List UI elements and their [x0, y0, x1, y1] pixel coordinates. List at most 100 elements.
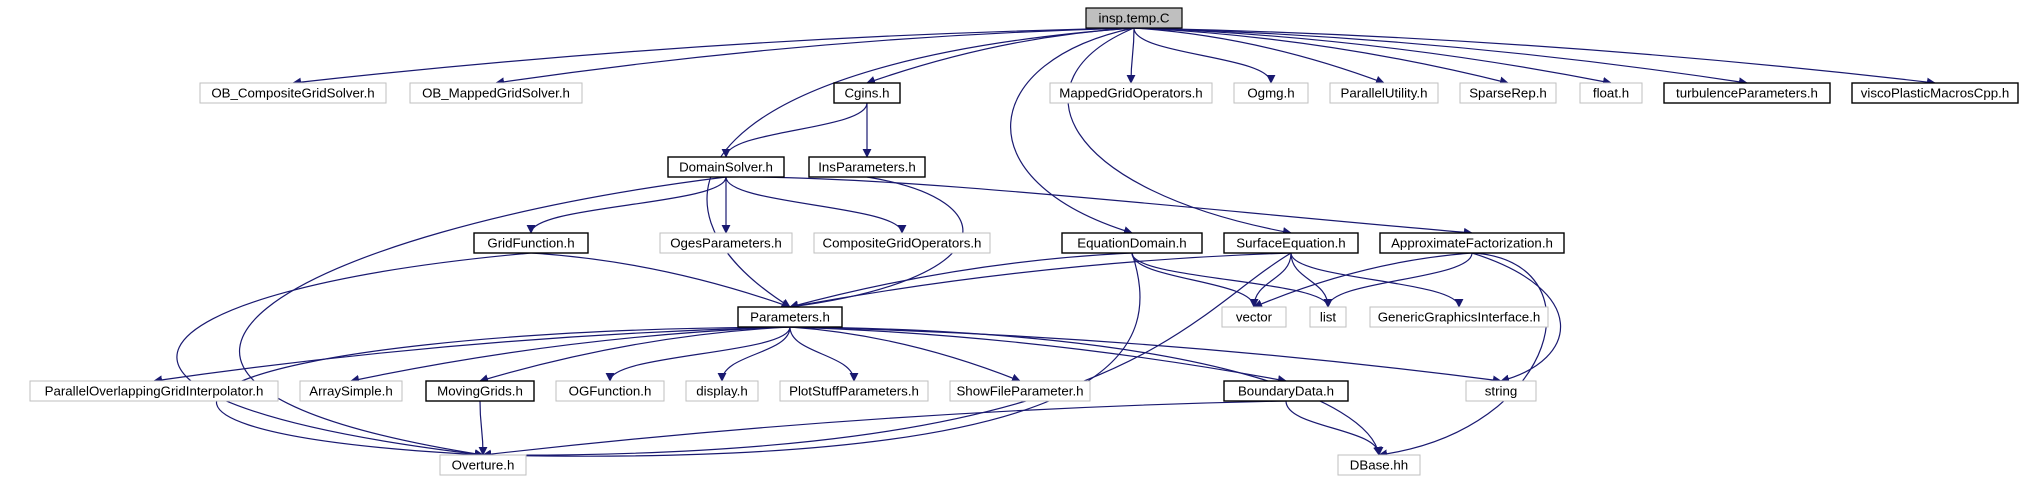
node-cgins[interactable]: Cgins.h — [833, 82, 901, 104]
node-eqdomain[interactable]: EquationDomain.h — [1061, 232, 1203, 254]
node-box-string — [1465, 380, 1537, 402]
edge-root-to-visco — [1133, 27, 1936, 87]
node-domain[interactable]: DomainSolver.h — [667, 156, 785, 178]
node-params[interactable]: Parameters.h — [737, 306, 843, 328]
node-plotstuff: PlotStuffParameters.h — [779, 380, 929, 402]
node-label-pogi: ParallelOverlappingGridInterpolator.h — [45, 384, 264, 399]
edge-surfeq-to-vector — [1249, 252, 1292, 308]
node-box-mgo — [1049, 82, 1213, 104]
node-box-params — [737, 306, 843, 328]
edge-root-to-mgo — [1126, 27, 1136, 84]
edge-root-to-float — [1133, 27, 1612, 86]
edge-cgins-to-domain — [721, 102, 868, 158]
node-label-gridfn: GridFunction.h — [487, 236, 574, 251]
node-label-eqdomain: EquationDomain.h — [1077, 236, 1186, 251]
node-label-turb: turbulenceParameters.h — [1676, 86, 1818, 101]
node-box-approx — [1379, 232, 1565, 254]
edge-root-to-sparse — [1133, 27, 1509, 86]
edge-approx-to-list — [1323, 252, 1473, 308]
node-ob_mapped: OB_MappedGridSolver.h — [409, 82, 583, 104]
edge-root-to-eqdomain — [1010, 27, 1135, 235]
node-box-parutil — [1329, 82, 1439, 104]
edge-root-to-surfeq — [1067, 27, 1292, 236]
node-label-insparams: InsParameters.h — [818, 160, 916, 175]
edge-bdata-to-dbase — [1285, 400, 1384, 456]
node-showfile: ShowFileParameter.h — [949, 380, 1091, 402]
node-label-domain: DomainSolver.h — [679, 160, 773, 175]
node-box-ob_mapped — [409, 82, 583, 104]
node-visco[interactable]: viscoPlasticMacrosCpp.h — [1851, 82, 2019, 104]
edge-layer — [153, 27, 1936, 460]
node-box-turb — [1663, 82, 1831, 104]
node-label-arraysimple: ArraySimple.h — [309, 384, 393, 399]
edge-surfeq-to-params — [789, 252, 1292, 310]
edge-root-to-parutil — [1133, 27, 1385, 85]
node-dbase: DBase.hh — [1337, 454, 1421, 476]
edge-approx-to-string — [1471, 252, 1562, 384]
node-parutil: ParallelUtility.h — [1329, 82, 1439, 104]
node-oges: OgesParameters.h — [659, 232, 793, 254]
node-gridfn[interactable]: GridFunction.h — [473, 232, 589, 254]
node-bdata[interactable]: BoundaryData.h — [1223, 380, 1349, 402]
node-label-plotstuff: PlotStuffParameters.h — [789, 384, 919, 399]
node-string: string — [1465, 380, 1537, 402]
edge-gridfn-to-params — [530, 252, 791, 309]
node-box-vector — [1221, 306, 1287, 328]
edge-movgrids-to-overture — [478, 400, 488, 456]
node-surfeq[interactable]: SurfaceEquation.h — [1223, 232, 1359, 254]
edge-params-to-dbase — [789, 326, 1383, 456]
node-box-eqdomain — [1061, 232, 1203, 254]
node-pogi: ParallelOverlappingGridInterpolator.h — [29, 380, 279, 402]
edge-eqdomain-to-list — [1131, 252, 1333, 308]
edge-surfeq-to-ggi — [1290, 252, 1464, 308]
edge-root-to-turb — [1133, 27, 1748, 87]
edge-params-to-ogfn — [605, 326, 791, 382]
node-label-overture: Overture.h — [452, 458, 515, 473]
edge-surfeq-to-overture — [482, 252, 1292, 460]
node-float: float.h — [1579, 82, 1643, 104]
node-vector: vector — [1221, 306, 1287, 328]
edge-domain-to-approx — [725, 176, 1473, 237]
node-box-ogmg — [1233, 82, 1309, 104]
node-approx[interactable]: ApproximateFactorization.h — [1379, 232, 1565, 254]
node-label-ogmg: Ogmg.h — [1247, 86, 1294, 101]
node-box-domain — [667, 156, 785, 178]
node-box-float — [1579, 82, 1643, 104]
edge-root-to-params — [706, 27, 1135, 308]
edge-eqdomain-to-params — [789, 252, 1133, 310]
node-box-movgrids — [425, 380, 535, 402]
node-label-ob_mapped: OB_MappedGridSolver.h — [422, 86, 570, 101]
node-label-float: float.h — [1593, 86, 1629, 101]
edge-gridfn-to-overture — [176, 252, 532, 459]
node-box-gridfn — [473, 232, 589, 254]
node-box-plotstuff — [779, 380, 929, 402]
node-box-surfeq — [1223, 232, 1359, 254]
edge-params-to-showfile — [789, 326, 1021, 383]
node-label-parutil: ParallelUtility.h — [1341, 86, 1428, 101]
node-label-ob_comp: OB_CompositeGridSolver.h — [211, 86, 374, 101]
edge-params-to-movgrids — [479, 326, 791, 384]
node-label-dbase: DBase.hh — [1350, 458, 1408, 473]
node-insparams[interactable]: InsParameters.h — [808, 156, 926, 178]
node-box-overture — [439, 454, 527, 476]
node-box-arraysimple — [299, 380, 403, 402]
edge-root-to-cgins — [866, 27, 1135, 85]
node-label-vector: vector — [1236, 310, 1273, 325]
node-movgrids[interactable]: MovingGrids.h — [425, 380, 535, 402]
node-turb[interactable]: turbulenceParameters.h — [1663, 82, 1831, 104]
node-box-ogfn — [555, 380, 665, 402]
node-box-visco — [1851, 82, 2019, 104]
edge-root-to-ogmg — [1133, 27, 1276, 84]
node-label-ggi: GenericGraphicsInterface.h — [1378, 310, 1541, 325]
edge-domain-to-gridfn — [526, 176, 727, 234]
node-arraysimple: ArraySimple.h — [299, 380, 403, 402]
node-display: display.h — [685, 380, 759, 402]
node-box-dbase — [1337, 454, 1421, 476]
node-root[interactable]: insp.temp.C — [1085, 7, 1183, 29]
node-label-params: Parameters.h — [750, 310, 830, 325]
node-mgo: MappedGridOperators.h — [1049, 82, 1213, 104]
edge-domain-to-cgo — [725, 176, 907, 234]
edge-root-to-ob_mapped — [495, 27, 1135, 87]
node-box-oges — [659, 232, 793, 254]
